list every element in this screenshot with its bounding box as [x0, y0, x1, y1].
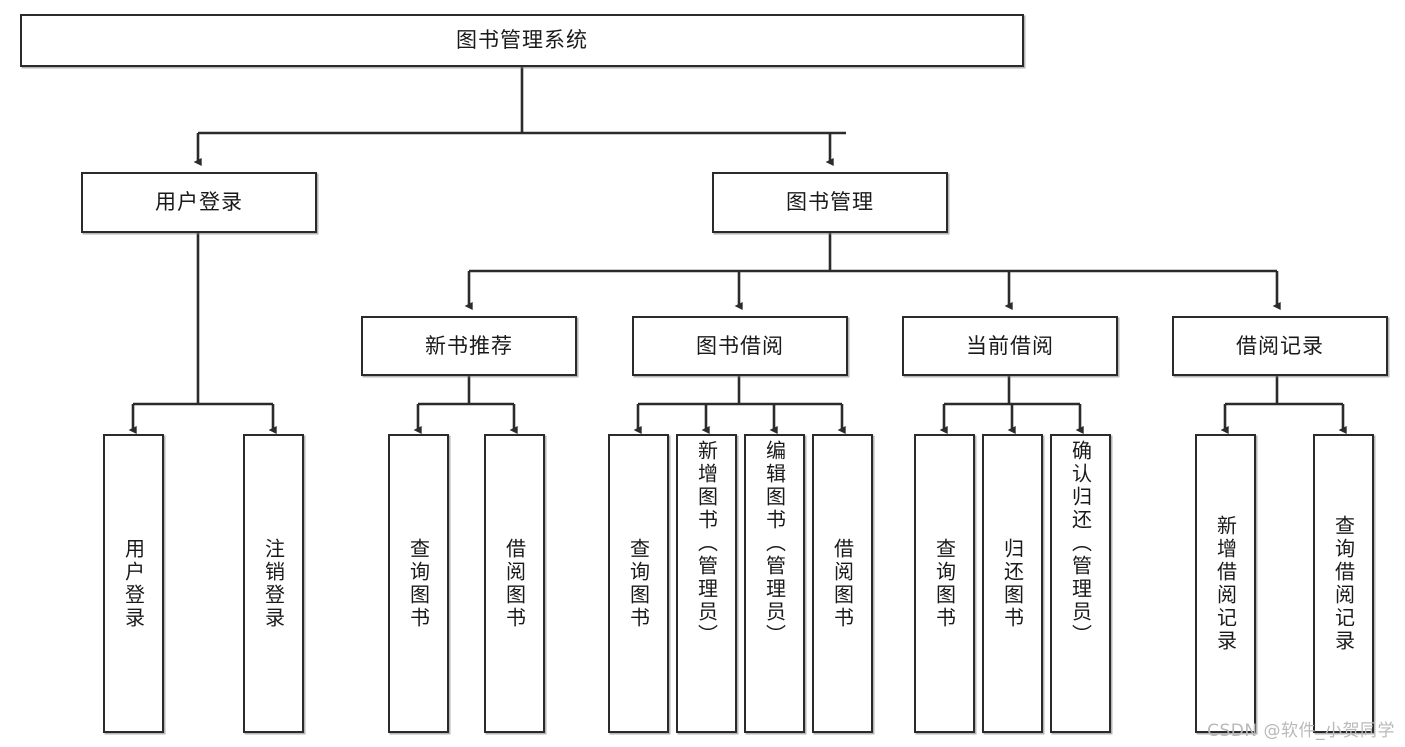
node-leaf-user-login-label: 用户登录	[121, 537, 146, 630]
node-root[interactable]: 图书管理系统	[20, 14, 1024, 67]
node-leaf-query-book-1-label: 查询图书	[406, 537, 431, 630]
node-leaf-borrow-book-2[interactable]: 借阅图书	[812, 434, 873, 733]
node-leaf-borrow-book-2-label: 借阅图书	[830, 537, 855, 630]
node-leaf-add-record[interactable]: 新增借阅记录	[1195, 434, 1256, 733]
node-leaf-query-record[interactable]: 查询借阅记录	[1313, 434, 1374, 733]
node-leaf-query-record-label: 查询借阅记录	[1331, 514, 1356, 653]
node-borrow-record[interactable]: 借阅记录	[1172, 316, 1388, 376]
node-leaf-return-book-label: 归还图书	[1000, 537, 1025, 630]
node-leaf-query-book-2[interactable]: 查询图书	[608, 434, 669, 733]
node-root-label: 图书管理系统	[456, 28, 588, 53]
node-book-manage[interactable]: 图书管理	[712, 172, 948, 233]
node-new-book-recommend-label: 新书推荐	[425, 333, 513, 358]
node-leaf-user-logout-label: 注销登录	[261, 537, 286, 630]
node-current-borrow[interactable]: 当前借阅	[902, 316, 1118, 376]
node-leaf-add-book[interactable]: 新增图书（管理员）	[676, 434, 737, 733]
node-new-book-recommend[interactable]: 新书推荐	[361, 316, 577, 376]
node-leaf-edit-book[interactable]: 编辑图书（管理员）	[744, 434, 805, 733]
node-book-borrow-label: 图书借阅	[696, 333, 784, 358]
node-leaf-borrow-book-1-label: 借阅图书	[502, 537, 527, 630]
node-leaf-query-book-3[interactable]: 查询图书	[914, 434, 975, 733]
node-leaf-edit-book-label: 编辑图书（管理员）	[762, 440, 787, 647]
node-leaf-confirm-return-label: 确认归还（管理员）	[1068, 440, 1093, 647]
node-leaf-query-book-1[interactable]: 查询图书	[388, 434, 449, 733]
node-book-borrow[interactable]: 图书借阅	[632, 316, 848, 376]
node-leaf-query-book-3-label: 查询图书	[932, 537, 957, 630]
node-user-login[interactable]: 用户登录	[81, 172, 317, 233]
node-leaf-add-book-label: 新增图书（管理员）	[694, 440, 719, 647]
node-leaf-confirm-return[interactable]: 确认归还（管理员）	[1050, 434, 1111, 733]
node-leaf-query-book-2-label: 查询图书	[626, 537, 651, 630]
node-current-borrow-label: 当前借阅	[966, 333, 1054, 358]
node-leaf-user-logout[interactable]: 注销登录	[243, 434, 304, 733]
node-leaf-return-book[interactable]: 归还图书	[982, 434, 1043, 733]
node-user-login-label: 用户登录	[155, 190, 243, 215]
node-leaf-add-record-label: 新增借阅记录	[1213, 514, 1238, 653]
node-borrow-record-label: 借阅记录	[1236, 333, 1324, 358]
node-book-manage-label: 图书管理	[786, 190, 874, 215]
watermark-text: CSDN @软件_小贺同学	[1207, 721, 1395, 741]
node-leaf-user-login[interactable]: 用户登录	[103, 434, 164, 733]
node-leaf-borrow-book-1[interactable]: 借阅图书	[484, 434, 545, 733]
